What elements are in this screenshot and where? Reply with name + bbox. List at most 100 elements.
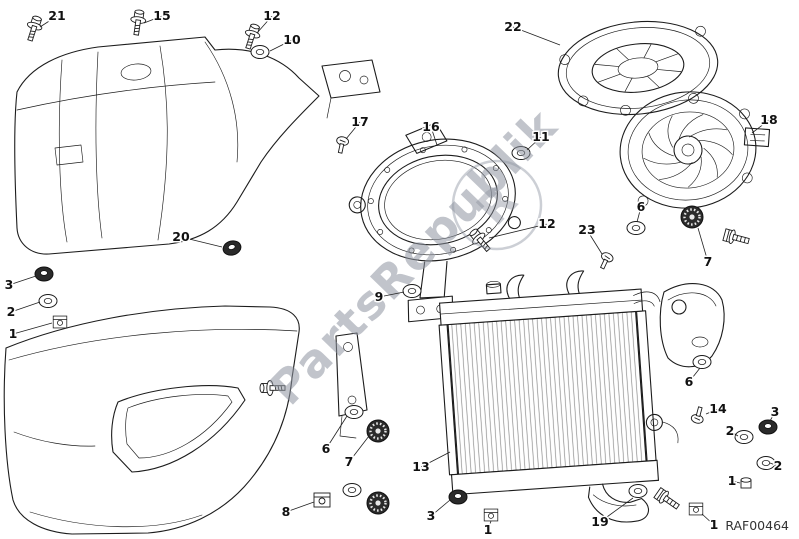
ring-screw — [367, 198, 374, 205]
callout-leader — [586, 229, 603, 255]
part-screw — [596, 250, 615, 272]
callout-leader — [729, 430, 739, 437]
callout-label: 6 — [685, 374, 694, 389]
callout-label: 2 — [774, 458, 783, 473]
callout-label: 3 — [427, 508, 436, 523]
ring-screw — [461, 146, 468, 153]
callout-label: 1 — [9, 326, 18, 341]
part-clip-nut — [52, 315, 68, 329]
fairing-stay-strap — [335, 332, 368, 439]
callout-leader — [285, 501, 315, 513]
fan-blade — [699, 140, 733, 155]
cover-spoke — [643, 44, 652, 59]
fan-cover — [557, 20, 719, 116]
cover-spoke — [598, 73, 621, 83]
fan-blade — [703, 148, 718, 178]
watermark-registered-circle — [451, 159, 543, 251]
callout-leader — [39, 15, 58, 28]
part-hex-bolt — [652, 486, 683, 514]
cover-spoke — [616, 48, 630, 61]
callout-leader — [256, 15, 273, 34]
part-washer — [344, 405, 364, 419]
callout-leader — [8, 275, 37, 286]
callout-leader — [345, 121, 361, 140]
fan-blade — [643, 157, 682, 165]
callout-leader — [430, 126, 438, 146]
part-screw — [333, 135, 350, 155]
fan-blade — [667, 115, 673, 148]
callout-label: 10 — [283, 32, 301, 47]
cooling-fan — [619, 91, 771, 209]
callout-leader — [697, 227, 709, 263]
fan-blade — [659, 162, 693, 180]
part-grommet — [220, 238, 244, 258]
callout-leader — [180, 236, 223, 248]
callout-label: 9 — [375, 289, 384, 304]
callout-leader — [769, 411, 776, 422]
part-clip-nut — [313, 492, 331, 508]
callout-leader — [325, 415, 348, 450]
callout-label: 14 — [709, 401, 727, 416]
callout-leader — [348, 435, 370, 463]
callout-leader — [705, 408, 719, 415]
part-clip-nut — [483, 508, 499, 522]
callout-label: 6 — [322, 441, 331, 456]
callout-label: 1 — [710, 517, 719, 532]
cover-spoke — [624, 77, 633, 92]
part-bolt — [22, 13, 46, 44]
callout-label: 6 — [637, 199, 646, 214]
part-washer — [692, 355, 712, 369]
headlight-mount-ring — [348, 122, 521, 323]
callout-label: 15 — [153, 8, 170, 23]
callout-label: 2 — [726, 423, 735, 438]
callout-leader — [143, 15, 163, 24]
cover-spoke — [656, 69, 682, 72]
callout-label: 19 — [591, 514, 608, 529]
drawing-code: RAF00464 — [725, 518, 789, 533]
part-hex-bolt — [722, 227, 751, 249]
callout-leader — [12, 322, 53, 335]
ring-screw — [377, 228, 384, 235]
fan-blade — [678, 114, 704, 140]
callout-label: 7 — [345, 454, 354, 469]
part-washer — [250, 45, 270, 59]
callout-label: 13 — [412, 459, 429, 474]
side-deflector — [659, 283, 725, 368]
callout-label: 18 — [760, 112, 777, 127]
fairing-inner-panel — [14, 36, 320, 255]
callout-label: 22 — [504, 19, 521, 34]
part-washer — [626, 221, 646, 235]
part-rubber-mount — [365, 418, 391, 444]
fan-blade — [689, 128, 728, 138]
headlight-stay-bracket — [321, 59, 381, 119]
callout-leader — [769, 462, 779, 467]
callout-leader — [420, 451, 451, 468]
ring-screws — [367, 146, 509, 254]
callout-leader — [487, 520, 492, 531]
fan-blade — [688, 156, 702, 188]
callout-label: 12 — [538, 216, 555, 231]
cover-spoke — [594, 64, 620, 67]
callout-leader — [751, 119, 770, 134]
part-washer — [38, 294, 58, 308]
part-washer — [734, 430, 754, 444]
callout-label: 2 — [7, 304, 16, 319]
callout-leader — [526, 136, 542, 151]
callout-leader — [731, 480, 741, 484]
callout-leader — [430, 499, 451, 517]
callout-label: 11 — [532, 129, 549, 144]
callout-leader — [599, 497, 634, 523]
callout-leader — [701, 513, 715, 526]
radiator — [438, 270, 679, 523]
callout-leader — [10, 301, 41, 313]
part-washer — [628, 484, 648, 498]
callout-label: 16 — [422, 119, 440, 134]
callout-leader — [488, 223, 548, 239]
ring-screw — [450, 246, 457, 253]
part-grommet — [34, 266, 54, 282]
callout-label: 12 — [263, 8, 280, 23]
callout-label: 17 — [351, 114, 368, 129]
